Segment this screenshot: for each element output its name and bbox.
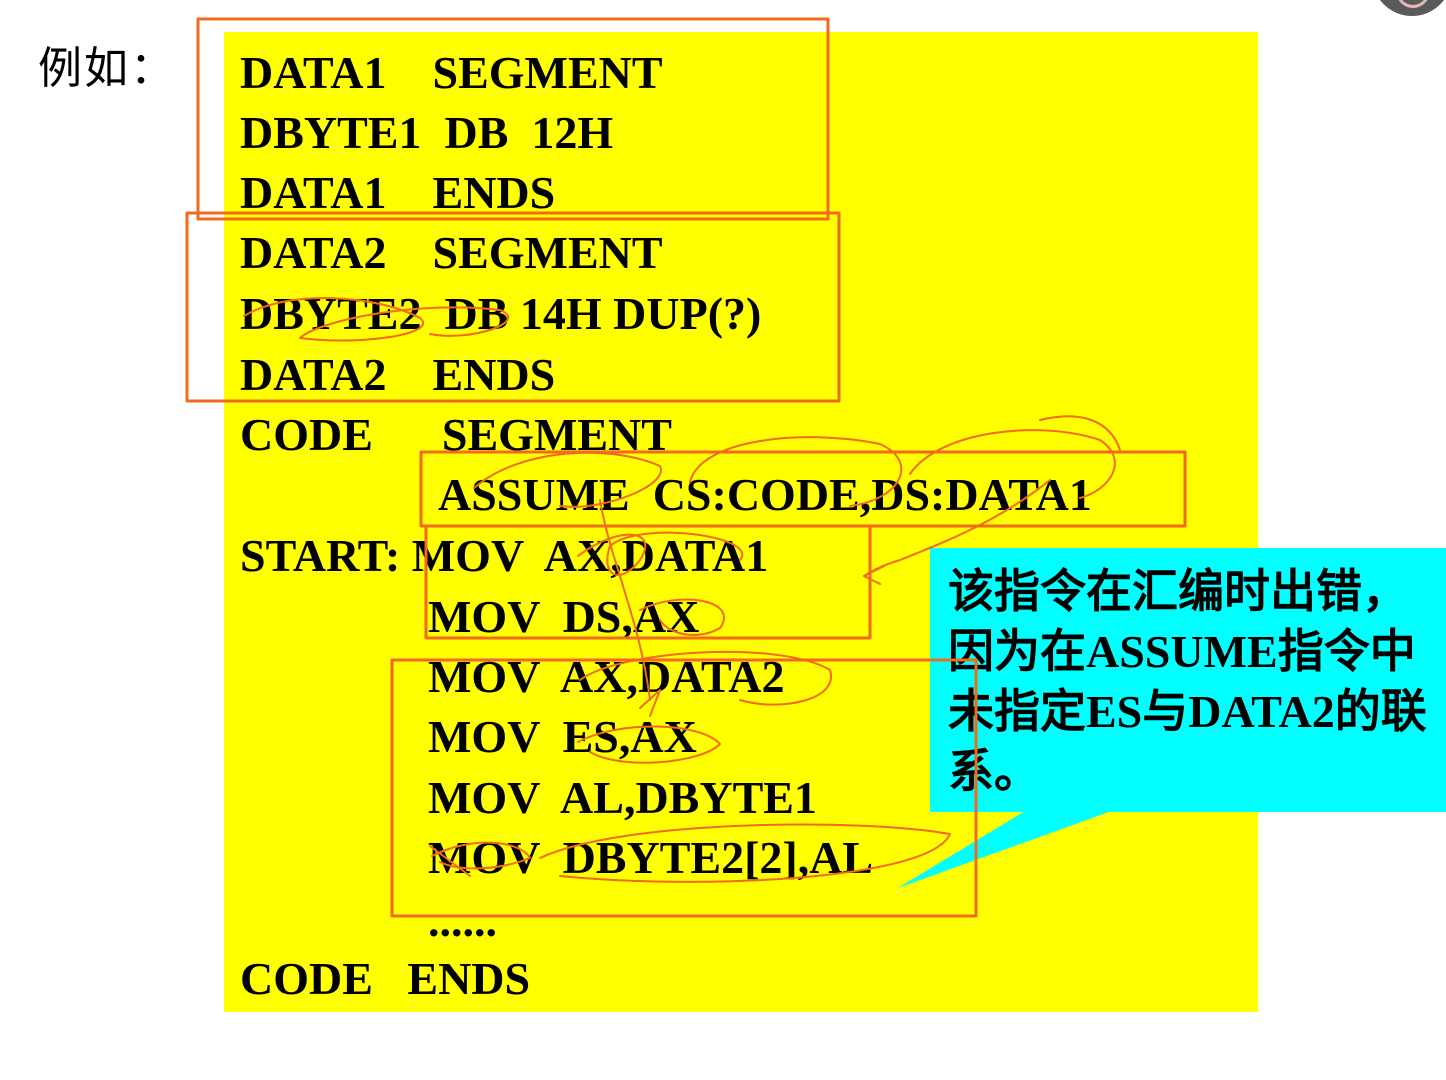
error-callout-text: 该指令在汇编时出错，因为在ASSUME指令中未指定ES与DATA2的联系。 [948, 566, 1427, 797]
code-line-data1-segment: DATA1 SEGMENT [240, 47, 663, 98]
code-line-start-mov-ax-data1: START: MOV AX,DATA1 [240, 530, 769, 581]
code-line-data1-ends: DATA1 ENDS [240, 167, 556, 218]
code-line-mov-es-ax: MOV ES,AX [428, 711, 697, 762]
code-line-mov-ds-ax: MOV DS,AX [428, 591, 700, 642]
code-line-data2-ends: DATA2 ENDS [240, 349, 556, 400]
code-line-data2-segment: DATA2 SEGMENT [240, 227, 663, 278]
code-line-assume: ASSUME CS:CODE,DS:DATA1 [438, 469, 1092, 520]
code-line-dbyte2: DBYTE2 DB 14H DUP(?) [240, 288, 762, 339]
code-line-code-segment: CODE SEGMENT [240, 409, 672, 460]
code-line-mov-al-dbyte1: MOV AL,DBYTE1 [428, 772, 817, 823]
example-label: 例如： [38, 43, 176, 94]
code-line-ellipsis: ...... [428, 895, 497, 946]
code-line-dbyte1: DBYTE1 DB 12H [240, 107, 614, 158]
code-line-code-ends: CODE ENDS [240, 953, 531, 1004]
code-line-mov-ax-data2: MOV AX,DATA2 [428, 651, 785, 702]
error-callout-box [930, 548, 1446, 812]
code-line-mov-dbyte2-al: MOV DBYTE2[2],AL [428, 832, 874, 883]
